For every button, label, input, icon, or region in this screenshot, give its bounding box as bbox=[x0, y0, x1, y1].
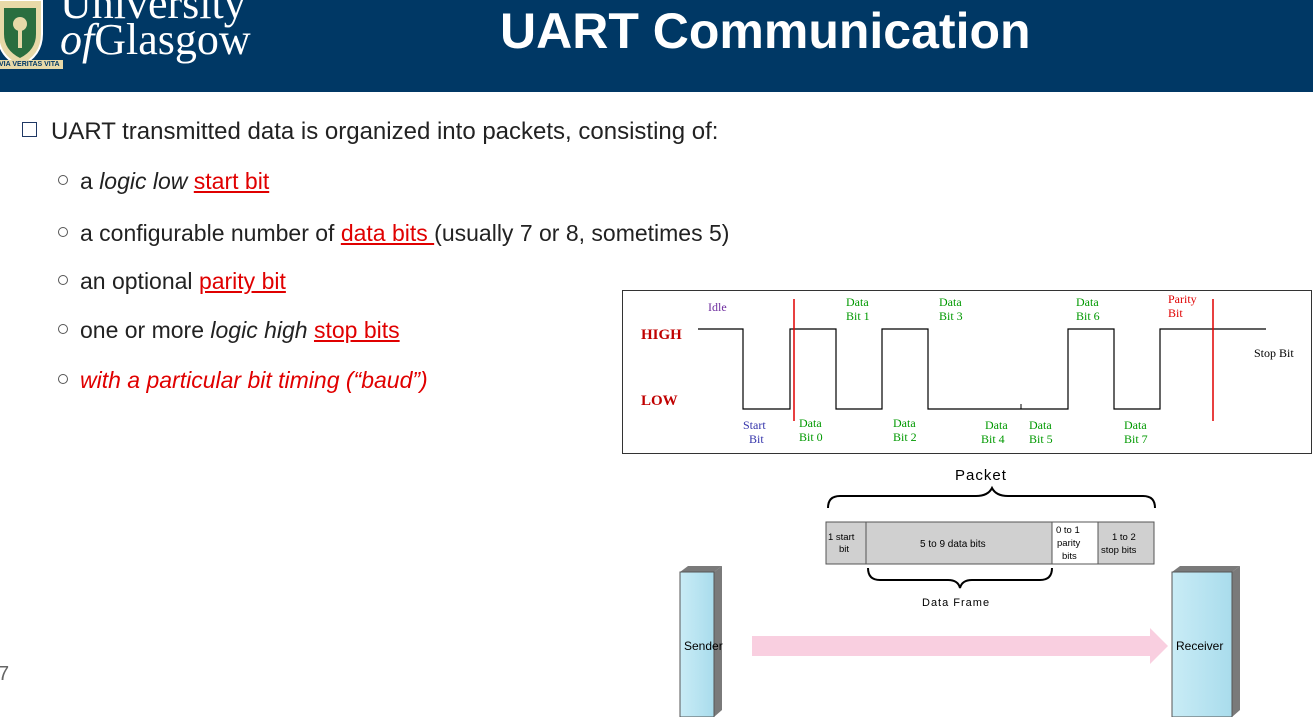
data-label: Data bbox=[893, 416, 916, 430]
square-bullet-icon bbox=[22, 122, 37, 137]
parity-label: Parity bbox=[1168, 292, 1197, 306]
crest-icon bbox=[0, 0, 43, 68]
parity-bit-label: Bit bbox=[1168, 306, 1183, 320]
sender-label: Sender bbox=[684, 639, 723, 653]
data-frame-brace bbox=[867, 567, 1053, 589]
packet-brace bbox=[827, 485, 1156, 509]
circle-bullet-icon bbox=[58, 374, 68, 384]
start-cell-line2: bit bbox=[839, 544, 849, 555]
stop-bit-label: Stop Bit bbox=[1254, 346, 1294, 360]
bit3-label: Bit 3 bbox=[939, 309, 963, 323]
start-cell-line1: 1 start bbox=[828, 532, 855, 543]
start-bit-label: Bit bbox=[749, 432, 764, 446]
circle-bullet-icon bbox=[58, 324, 68, 334]
university-logo: University ofGlasgow VIA VERITAS VITA bbox=[0, 0, 300, 92]
receiver-label: Receiver bbox=[1176, 639, 1223, 653]
uart-packet-diagram: Packet 1 start bit 5 to 9 data bits 0 to… bbox=[660, 460, 1313, 718]
logo-motto: VIA VERITAS VITA bbox=[0, 60, 63, 69]
data-bits-link[interactable]: data bits bbox=[340, 220, 435, 246]
page-number: 7 bbox=[0, 663, 10, 685]
packet-label: Packet bbox=[955, 467, 1007, 484]
parity-cell-line1: 0 to 1 bbox=[1056, 525, 1080, 536]
transmission-arrow-icon bbox=[752, 628, 1168, 664]
sub-bullet-stop-bits: one or more logic high stop bits bbox=[58, 317, 400, 344]
bit0-label: Bit 0 bbox=[799, 430, 823, 444]
data-cell: 5 to 9 data bits bbox=[920, 539, 986, 550]
low-label: LOW bbox=[641, 393, 678, 409]
bit6-label: Bit 6 bbox=[1076, 309, 1100, 323]
data-label: Data bbox=[1076, 295, 1099, 309]
stop-bits-link[interactable]: stop bits bbox=[313, 317, 400, 343]
stop-cell-line2: stop bits bbox=[1101, 545, 1137, 556]
data-label: Data bbox=[846, 295, 869, 309]
bit2-label: Bit 2 bbox=[893, 430, 917, 444]
sub-bullet-data-bits: a configurable number of data bits (usua… bbox=[58, 220, 729, 247]
data-label: Data bbox=[985, 418, 1008, 432]
bit1-label: Bit 1 bbox=[846, 309, 870, 323]
signal-waveform bbox=[698, 328, 1266, 410]
bit4-label: Bit 4 bbox=[981, 432, 1005, 446]
circle-bullet-icon bbox=[58, 275, 68, 285]
data-label: Data bbox=[1029, 418, 1052, 432]
main-bullet: UART transmitted data is organized into … bbox=[22, 118, 718, 146]
parity-cell-line3: bits bbox=[1062, 551, 1077, 562]
stop-cell-line1: 1 to 2 bbox=[1112, 532, 1136, 543]
data-frame-label: Data Frame bbox=[922, 597, 990, 609]
circle-bullet-icon bbox=[58, 175, 68, 185]
start-bit-link[interactable]: start bit bbox=[193, 168, 270, 194]
idle-label: Idle bbox=[708, 300, 727, 314]
parity-bit-link[interactable]: parity bit bbox=[198, 268, 286, 294]
sub-bullet-baud: with a particular bit timing (“baud”) bbox=[58, 367, 428, 394]
slide-title: UART Communication bbox=[500, 3, 1031, 59]
slide-header: University ofGlasgow VIA VERITAS VITA UA… bbox=[0, 0, 1313, 92]
sub-bullet-parity-bit: an optional parity bit bbox=[58, 268, 286, 295]
data-label: Data bbox=[799, 416, 822, 430]
sub-bullet-start-bit: a logic low start bit bbox=[58, 168, 269, 195]
logo-line-university: University bbox=[60, 0, 246, 28]
frame-cells bbox=[825, 521, 1155, 565]
uart-timing-diagram: HIGH LOW Idle Start Bit Data Bit 0 Data … bbox=[622, 290, 1312, 454]
bit5-label: Bit 5 bbox=[1029, 432, 1053, 446]
high-label: HIGH bbox=[641, 327, 682, 343]
bit7-label: Bit 7 bbox=[1124, 432, 1148, 446]
data-label: Data bbox=[1124, 418, 1147, 432]
data-label: Data bbox=[939, 295, 962, 309]
circle-bullet-icon bbox=[58, 227, 68, 237]
sender-box bbox=[679, 566, 722, 718]
parity-cell-line2: parity bbox=[1057, 538, 1080, 549]
logo-line-glasgow: ofGlasgow bbox=[60, 15, 251, 64]
start-label: Start bbox=[743, 418, 766, 432]
receiver-box bbox=[1171, 566, 1240, 718]
